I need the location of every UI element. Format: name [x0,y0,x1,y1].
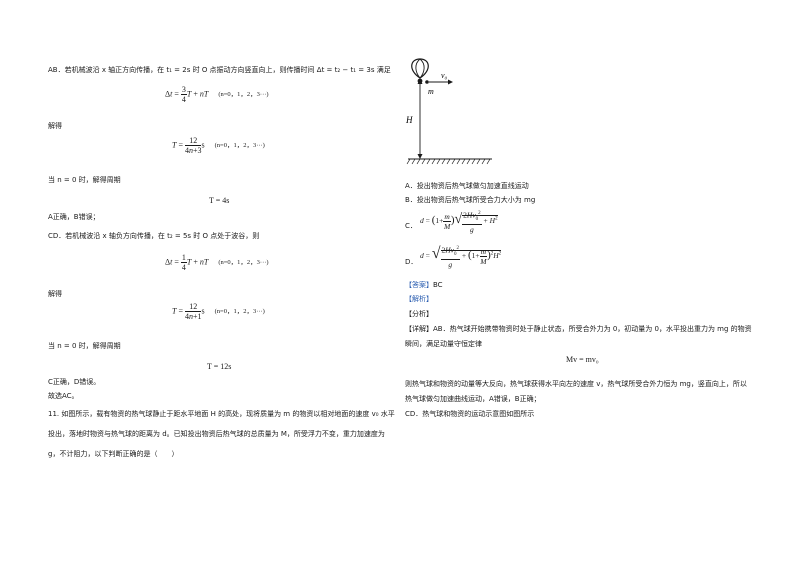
answer-tag: 【答案】 [405,281,433,289]
detail-line1: 【详解】AB．热气球开始携带物资时处于静止状态，所受合外力为 0，初动量为 0，… [405,325,752,334]
detail-text-1: AB．热气球开始携带物资时处于静止状态，所受合外力为 0，初动量为 0，水平投出… [433,325,752,333]
option-a: A．投出物资后热气球做匀加速直线运动 [405,182,529,190]
eq4-condition: (n=0，1，2，3···) [218,259,269,267]
solve-label-1: 解得 [48,122,62,130]
eq-T-4s: T = 4s [209,196,230,205]
eq-T-12s: T = 12s [207,362,232,371]
option-d-label: D． [405,258,418,266]
height-label: H [405,115,413,125]
eq1-condition: (n=0，1，2，3···) [218,91,269,99]
detail-tag: 【详解】 [405,325,433,333]
eq2-condition: (n=0，1，2，3···) [214,142,265,150]
result-ab: A正确，B错误； [48,213,100,221]
ab-intro: AB．若机械波沿 x 轴正方向传播，在 t₁ = 2s 时 O 点振动方向竖直向… [48,66,391,74]
result-cd: C正确，D错误。 [48,378,101,386]
when-n-zero-1: 当 n = 0 时，解得周期 [48,176,121,184]
option-b: B．投出物资后热气球所受合力大小为 mg [405,196,536,204]
detail-line4: 热气球做匀加速曲线运动，A错误，B正确； [405,395,541,403]
detail-line3: 则热气球和物资的动量等大反向，热气球获得水平向左的速度 v，热气球所受合外力恒为… [405,380,747,388]
answer-value: BC [433,281,443,289]
analysis-tag: 【解析】 [405,295,433,303]
answer-line: 【答案】BC [405,281,443,290]
final-choice: 故选AC。 [48,392,79,400]
eq-momentum: Mv = mv₀ [566,355,599,364]
detail-line5: CD．热气球和物资的运动示意图如图所示 [405,410,535,418]
mass-label: m [428,87,434,96]
detail-line2: 瞬间，满足动量守恒定律 [405,340,482,348]
question-11-line3: g，不计阻力，以下判断正确的是（ ） [48,450,179,458]
fenxi-tag: 【分析】 [405,310,433,318]
v0-label: v₀ [441,71,448,80]
cd-intro: CD．若机械波沿 x 轴负方向传播，在 t₂ = 5s 时 O 点处于波谷，则 [48,232,260,240]
eq5-condition: (n=0，1，2，3···) [214,308,265,316]
hot-air-balloon-figure: v₀ m H [405,58,492,165]
question-11-line2: 投出，落地时物资与热气球的距离为 d。已知投出物资后热气球的总质量为 M，所受浮… [48,430,385,438]
question-11-line1: 11. 如图所示，载有物资的热气球静止于距水平地面 H 的高处，现将质量为 m … [48,410,395,418]
option-c-label: C． [405,222,417,230]
when-n-zero-2: 当 n = 0 时，解得周期 [48,342,121,350]
solve-label-2: 解得 [48,290,62,298]
